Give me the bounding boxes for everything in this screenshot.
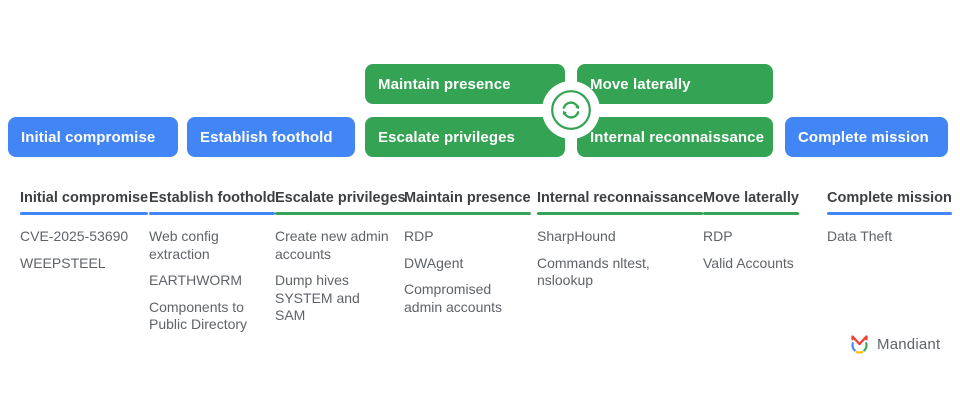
- table-cell: Web config extraction: [149, 228, 219, 262]
- stage-label: Maintain presence: [378, 75, 511, 93]
- stage-internal-reconnaissance: Internal reconnaissance: [577, 117, 773, 157]
- table-cell: Components to Public Directory: [149, 298, 248, 333]
- table-cell: Create new admin accounts: [275, 228, 389, 262]
- table-cell: Data Theft: [827, 228, 893, 244]
- table-cell: EARTHWORM: [149, 272, 243, 288]
- table-cell: Commands nltest, nslookup: [537, 254, 650, 289]
- stage-initial-compromise: Initial compromise: [8, 117, 178, 157]
- mandiant-icon: [851, 335, 868, 354]
- column-complete-mission: Complete mission Data Theft: [827, 189, 952, 255]
- table-cell: DWAgent: [404, 254, 464, 271]
- stage-label: Complete mission: [798, 128, 929, 146]
- column-maintain-presence: Maintain presence RDP DWAgent Compromise…: [404, 189, 531, 325]
- table-cell: WEEPSTEEL: [20, 254, 106, 271]
- column-header: Establish foothold: [149, 190, 275, 215]
- stage-label: Escalate privileges: [378, 128, 515, 146]
- brand-name: Mandiant: [877, 336, 941, 353]
- mandiant-logo: Mandiant: [849, 334, 940, 355]
- table-cell: Valid Accounts: [703, 254, 794, 271]
- table-cell: CVE-2025-53690: [20, 228, 129, 244]
- column-escalate-privileges: Escalate privileges Create new admin acc…: [275, 189, 406, 334]
- column-initial-compromise: Initial compromise CVE-2025-53690 WEEPST…: [20, 189, 148, 281]
- column-header: Move laterally: [703, 190, 799, 215]
- stage-label: Initial compromise: [21, 128, 156, 146]
- column-internal-reconnaissance: Internal reconnaissance SharpHound Comma…: [537, 189, 703, 299]
- column-header: Internal reconnaissance: [537, 190, 703, 215]
- column-header: Complete mission: [827, 190, 952, 215]
- stage-establish-foothold: Establish foothold: [187, 117, 355, 157]
- column-establish-foothold: Establish foothold Web config extraction…: [149, 189, 275, 343]
- cycle-hub: [542, 81, 600, 139]
- stage-maintain-presence: Maintain presence: [365, 64, 565, 104]
- column-move-laterally: Move laterally RDP Valid Accounts: [703, 189, 807, 281]
- column-header: Maintain presence: [404, 190, 531, 215]
- stage-complete-mission: Complete mission: [785, 117, 948, 157]
- stage-label: Internal reconnaissance: [590, 128, 765, 146]
- stage-label: Establish foothold: [200, 128, 333, 146]
- table-cell: Compromised admin accounts: [404, 281, 503, 315]
- stage-move-laterally: Move laterally: [577, 64, 773, 104]
- table-cell: RDP: [404, 228, 434, 244]
- column-header: Initial compromise: [20, 190, 148, 215]
- refresh-cycle-icon: [551, 90, 591, 130]
- stage-label: Move laterally: [590, 75, 691, 93]
- stage-escalate-privileges: Escalate privileges: [365, 117, 565, 157]
- column-header: Escalate privileges: [275, 190, 406, 215]
- table-cell: SharpHound: [537, 228, 616, 244]
- table-cell: Dump hives SYSTEM and SAM: [275, 272, 360, 323]
- table-cell: RDP: [703, 228, 733, 244]
